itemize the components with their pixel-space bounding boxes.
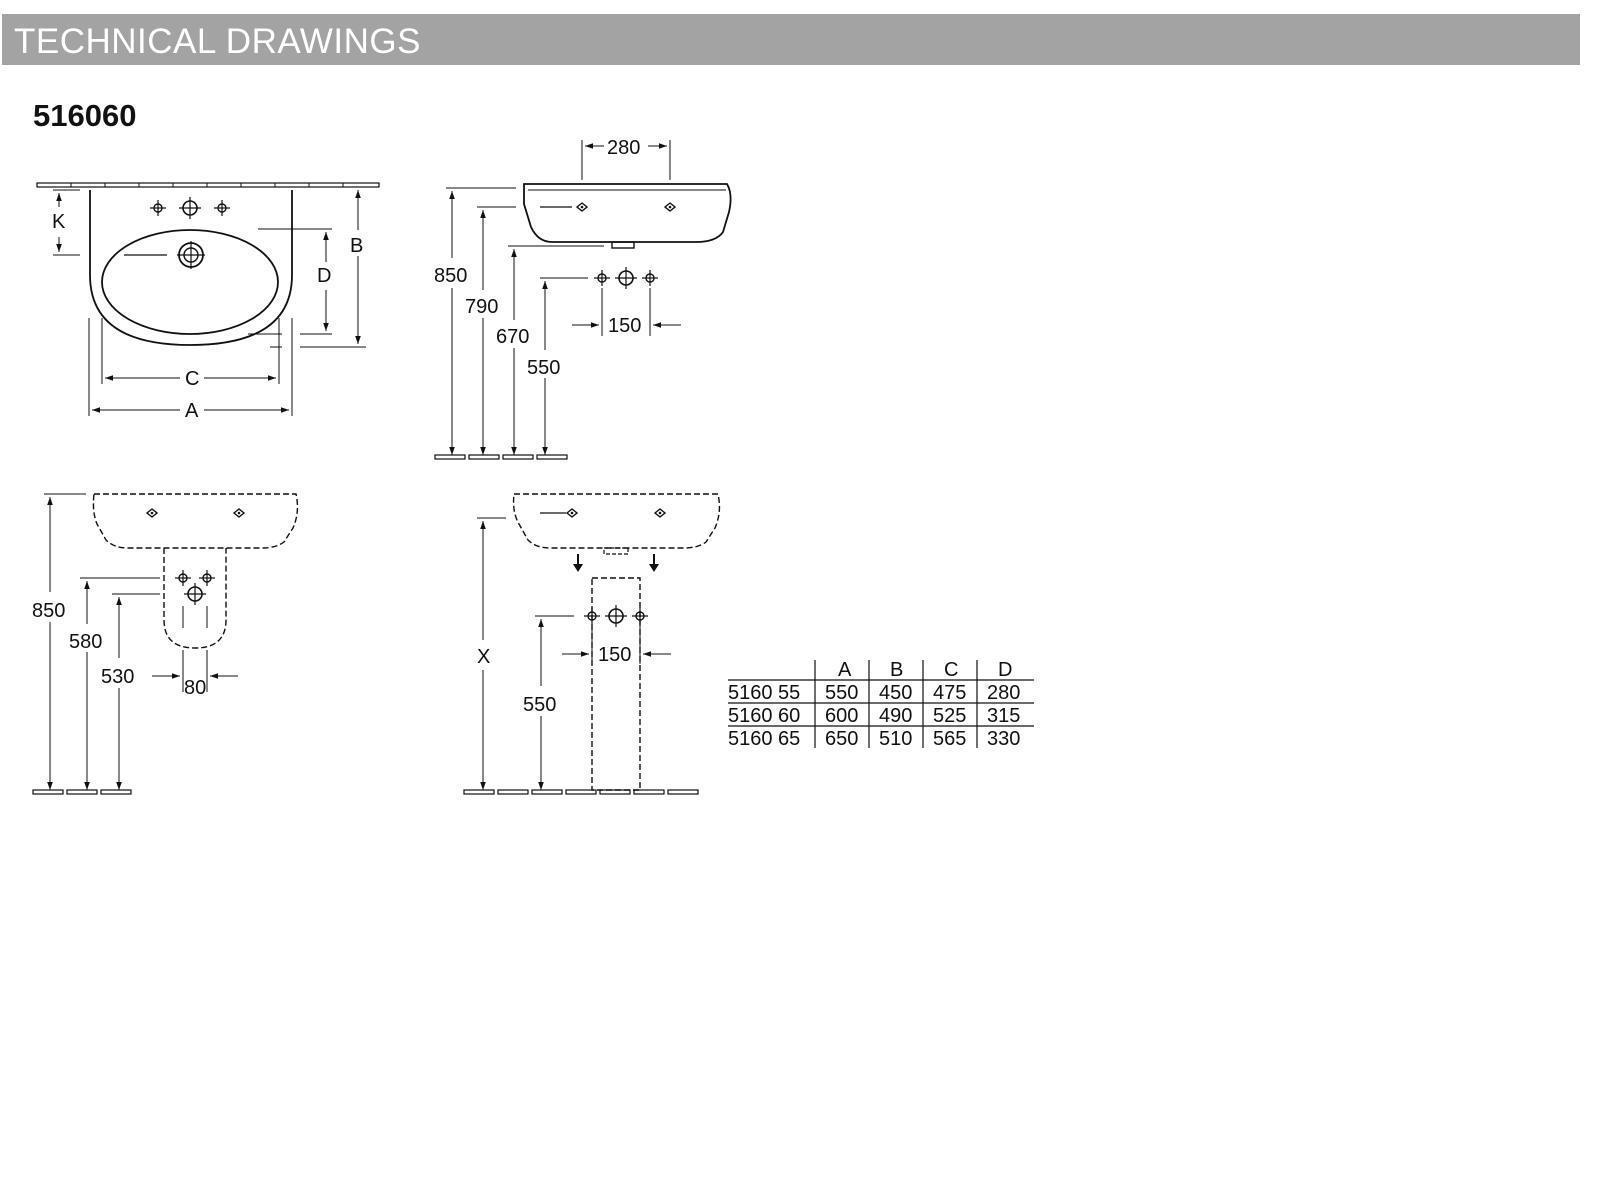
tap-hole-icon [604, 604, 628, 628]
dim-280-label: 280 [607, 137, 640, 159]
table-cell: 475 [933, 682, 966, 704]
height-550-label: 550 [527, 357, 560, 379]
arrow-down-icon [649, 554, 659, 572]
table-cell: 315 [987, 705, 1020, 727]
tap-hole-icon [178, 196, 202, 220]
tap-spacing-150-label: 150 [608, 315, 641, 337]
height-580-label: 580 [69, 631, 102, 653]
table-cell-model: 5160 55 [728, 682, 800, 704]
floor-strip [463, 789, 699, 795]
height-790-label: 790 [465, 296, 498, 318]
arrow-down-icon [573, 554, 583, 572]
dim-b-label: B [350, 235, 363, 257]
table-cell: 450 [879, 682, 912, 704]
table-cell: 550 [825, 682, 858, 704]
table-cell: 650 [825, 728, 858, 750]
dim-a-label: A [185, 400, 199, 422]
tap-hole-icon [583, 607, 601, 625]
table-header-b: B [890, 659, 903, 681]
semipedestal-view: 850 580 530 80 [32, 493, 299, 795]
table-header-a: A [838, 659, 852, 681]
dim-c-label: C [185, 368, 199, 390]
tap-hole-icon [631, 607, 649, 625]
product-code: 516060 [33, 98, 137, 133]
dim-x-label: X [477, 646, 490, 668]
pedestal-view: X 550 150 [463, 493, 721, 795]
fixing-point-icon [233, 508, 245, 518]
fixing-point-icon [566, 508, 578, 518]
floor-strip [32, 789, 132, 795]
dim-k-label: K [52, 211, 66, 233]
dimension-table: A B C D 5160 55 550 450 475 280 5160 60 … [728, 659, 1034, 750]
drain-icon [177, 241, 205, 269]
basin-profile [523, 183, 732, 243]
tap-hole-icon [149, 199, 167, 217]
table-cell: 600 [825, 705, 858, 727]
table-cell: 510 [879, 728, 912, 750]
basin-outline [89, 190, 293, 346]
side-view: 280 850 790 670 550 150 [434, 137, 732, 460]
tap-hole-icon [198, 569, 216, 587]
dim-d-label: D [317, 265, 331, 287]
table-cell: 330 [987, 728, 1020, 750]
table-cell: 565 [933, 728, 966, 750]
fixing-point-icon [654, 508, 666, 518]
tap-hole-icon [183, 582, 207, 606]
height-850-label: 850 [434, 265, 467, 287]
table-header-d: D [998, 659, 1012, 681]
tap-hole-icon [213, 199, 231, 217]
table-cell: 490 [879, 705, 912, 727]
height-530-label: 530 [101, 666, 134, 688]
top-view: K D B C A [36, 182, 380, 422]
tap-hole-icon [593, 269, 611, 287]
wall-strip [36, 182, 380, 188]
tap-hole-icon [614, 266, 638, 290]
fixing-point-icon [576, 202, 588, 212]
basin-dashed-outline [92, 493, 299, 549]
height-850-label: 850 [32, 600, 65, 622]
tap-hole-icon [641, 269, 659, 287]
height-670-label: 670 [496, 326, 529, 348]
fixing-point-icon [146, 508, 158, 518]
table-header-c: C [944, 659, 958, 681]
height-550-label: 550 [523, 694, 556, 716]
page-title: TECHNICAL DRAWINGS [14, 22, 421, 61]
tap-hole-icon [174, 569, 192, 587]
table-cell: 525 [933, 705, 966, 727]
basin-dashed-outline [512, 493, 721, 549]
waste-spacing-80-label: 80 [184, 677, 206, 699]
basin-bowl [101, 229, 279, 335]
tap-spacing-150-label: 150 [598, 644, 631, 666]
semipedestal-dashed-outline [163, 548, 227, 649]
table-cell: 280 [987, 682, 1020, 704]
table-cell-model: 5160 60 [728, 705, 800, 727]
floor-strip [434, 454, 568, 460]
header-bar: TECHNICAL DRAWINGS [2, 14, 1580, 65]
fixing-point-icon [664, 202, 676, 212]
table-cell-model: 5160 65 [728, 728, 800, 750]
